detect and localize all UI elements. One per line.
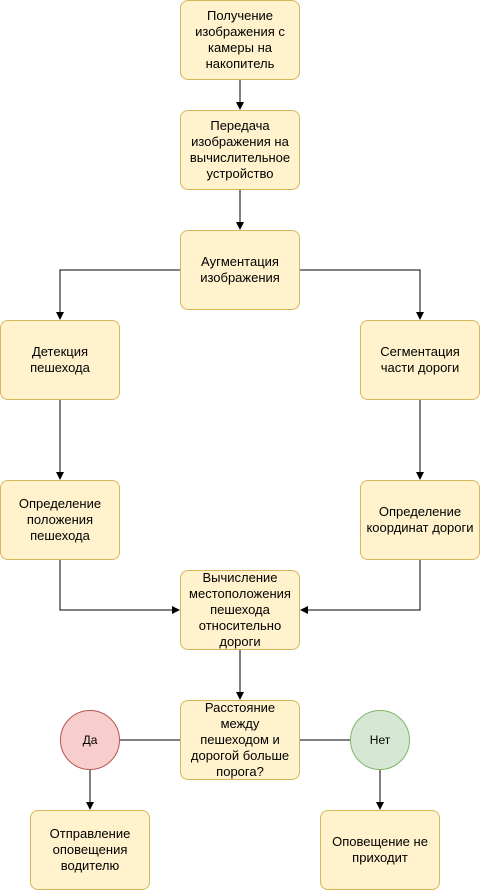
node-augment-label: Аугментация изображения	[200, 254, 280, 285]
node-ped-pos: Определение положения пешехода	[0, 480, 120, 560]
node-send-alert-label: Отправление оповещения водителю	[49, 826, 131, 873]
edge-pedpos-to-relative	[59, 560, 180, 614]
node-segment: Сегментация части дороги	[360, 320, 480, 400]
edge-augment-to-detect	[56, 269, 180, 320]
edge-augment-to-segment	[300, 269, 424, 320]
node-transfer: Передача изображения на вычислительное у…	[180, 110, 300, 190]
edge-roadcoords-to-relative	[300, 560, 421, 614]
node-decision: Расстояние между пешеходом и дорогой бол…	[180, 700, 300, 780]
node-relative: Вычисление местоположения пешехода относ…	[180, 570, 300, 650]
node-transfer-label: Передача изображения на вычислительное у…	[189, 118, 291, 181]
node-detect-label: Детекция пешехода	[30, 344, 90, 375]
node-road-coords-label: Определение координат дороги	[366, 504, 474, 535]
node-capture-label: Получение изображения с камеры на накопи…	[195, 8, 285, 71]
node-ped-pos-label: Определение положения пешехода	[18, 496, 102, 543]
node-capture: Получение изображения с камеры на накопи…	[180, 0, 300, 80]
node-augment: Аугментация изображения	[180, 230, 300, 310]
branch-yes-circle: Да	[60, 710, 120, 770]
node-relative-label: Вычисление местоположения пешехода относ…	[189, 570, 291, 649]
node-no-alert: Оповещение не приходит	[320, 810, 440, 890]
node-segment-label: Сегментация части дороги	[380, 344, 460, 375]
branch-no-circle: Нет	[350, 710, 410, 770]
node-road-coords: Определение координат дороги	[360, 480, 480, 560]
branch-yes-label: Да	[82, 733, 98, 747]
branch-no-label: Нет	[369, 733, 391, 747]
node-no-alert-label: Оповещение не приходит	[332, 834, 428, 865]
node-decision-label: Расстояние между пешеходом и дорогой бол…	[190, 700, 290, 779]
node-send-alert: Отправление оповещения водителю	[30, 810, 150, 890]
node-detect: Детекция пешехода	[0, 320, 120, 400]
